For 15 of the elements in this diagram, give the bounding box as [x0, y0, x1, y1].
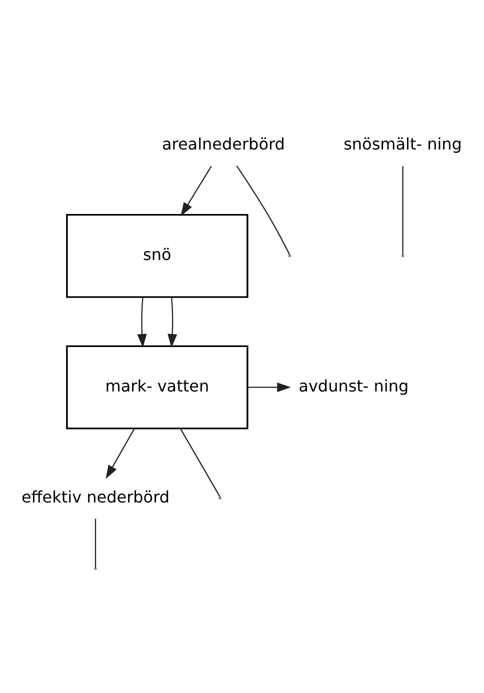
node-box: snö [66, 213, 248, 298]
connector [402, 166, 404, 254]
arrow [106, 428, 135, 478]
connector [94, 518, 96, 568]
node-text: arealnederbörd [162, 134, 285, 153]
arrow [248, 382, 291, 392]
node-box: mark- vatten [66, 344, 248, 429]
connector [180, 428, 220, 497]
arrow [137, 296, 147, 348]
arrow [168, 296, 178, 348]
node-text: effektiv nederbörd [21, 486, 170, 506]
node-text: avdunst- ning [298, 376, 409, 396]
connector [236, 164, 290, 254]
arrow [180, 165, 212, 216]
node-text: snösmält- ning [344, 134, 462, 153]
